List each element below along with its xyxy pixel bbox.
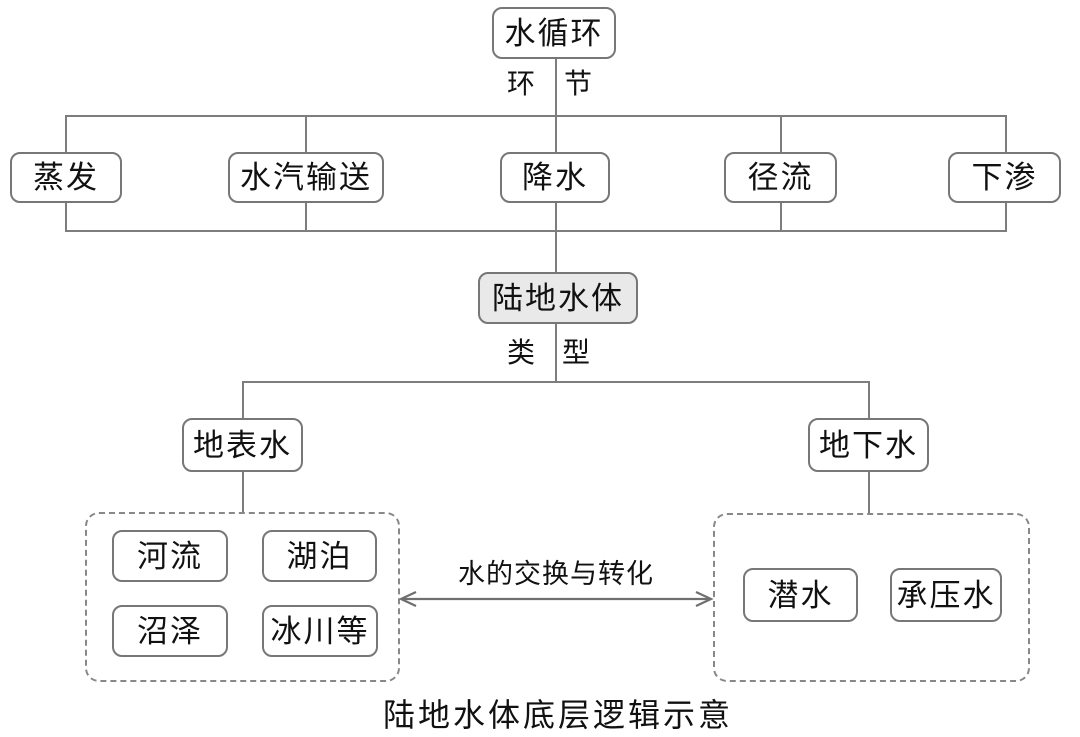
exchange-label: 水的交换与转化 <box>458 559 654 589</box>
stage-runoff: 径流 <box>724 152 837 203</box>
item-glacier: 冰川等 <box>262 605 378 657</box>
item-river: 河流 <box>112 530 228 582</box>
connector-frame-top <box>65 115 1007 117</box>
type-label-right: 型 <box>562 338 591 369</box>
connector-surface-to-group <box>242 471 244 513</box>
item-confined-water: 承压水 <box>890 568 1002 622</box>
connector-ground-to-group <box>868 471 870 514</box>
stage-precipitation: 降水 <box>500 152 610 203</box>
connector-to-surface-water <box>242 381 244 419</box>
stage-infiltration: 下渗 <box>948 152 1061 203</box>
groundwater-group <box>713 513 1030 682</box>
type-label-left: 类 <box>507 338 536 369</box>
cycle-links-label-left: 环 <box>507 69 536 100</box>
hub-land-water-body: 陆地水体 <box>478 272 638 324</box>
stage-vapor-transport: 水汽输送 <box>228 152 384 203</box>
item-phreatic-water: 潜水 <box>743 568 858 622</box>
cycle-links-label-right: 节 <box>564 69 593 100</box>
branch-groundwater: 地下水 <box>808 418 929 472</box>
connector-branch-horizontal <box>242 381 870 383</box>
branch-surface-water: 地表水 <box>182 418 303 472</box>
surface-water-group <box>85 512 400 682</box>
stage-evaporation: 蒸发 <box>10 152 122 203</box>
diagram-caption: 陆地水体底层逻辑示意 <box>382 697 733 733</box>
connector-hub-to-branch <box>555 323 557 383</box>
connector-frame-to-hub <box>555 230 557 273</box>
connector-root-to-frame <box>555 59 557 116</box>
item-lake: 湖泊 <box>262 530 377 582</box>
connector-to-groundwater <box>868 381 870 419</box>
double-arrow-icon <box>398 591 714 607</box>
item-swamp: 沼泽 <box>112 605 228 657</box>
connector-frame-bottom <box>65 230 1007 232</box>
root-node-water-cycle: 水循环 <box>492 7 616 59</box>
